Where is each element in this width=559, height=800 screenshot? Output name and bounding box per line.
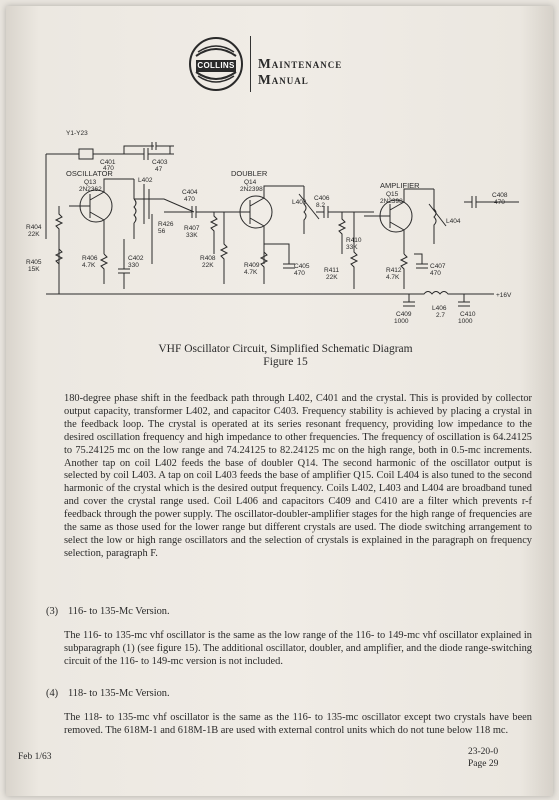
svg-text:R411: R411 <box>324 267 339 274</box>
svg-text:2N2398: 2N2398 <box>380 198 403 205</box>
svg-text:8.2: 8.2 <box>316 202 325 209</box>
svg-text:C406: C406 <box>314 195 330 202</box>
svg-text:47: 47 <box>155 166 163 173</box>
svg-text:R407: R407 <box>184 225 200 232</box>
svg-text:C401: C401 <box>100 159 116 166</box>
svg-text:56: 56 <box>158 228 166 235</box>
svg-text:R412: R412 <box>386 267 402 274</box>
svg-text:AMPLIFIER: AMPLIFIER <box>380 181 420 190</box>
svg-text:4.7K: 4.7K <box>244 269 258 276</box>
svg-text:470: 470 <box>430 270 441 277</box>
svg-text:R409: R409 <box>244 262 260 269</box>
svg-text:R408: R408 <box>200 255 216 262</box>
svg-text:1000: 1000 <box>458 318 473 325</box>
svg-text:L406: L406 <box>432 305 447 312</box>
svg-text:15K: 15K <box>28 266 40 273</box>
svg-text:L403: L403 <box>292 199 307 206</box>
footer-section-code: 23-20-0 <box>468 747 499 757</box>
collins-logo <box>189 37 243 91</box>
svg-text:Q15: Q15 <box>386 191 399 198</box>
section-number-4: (4) <box>46 688 59 699</box>
svg-text:+16V: +16V <box>496 292 512 299</box>
svg-text:R405: R405 <box>26 259 42 266</box>
figure-caption: VHF Oscillator Circuit, Simplified Schem… <box>158 343 413 355</box>
svg-text:C409: C409 <box>396 311 412 318</box>
svg-text:22K: 22K <box>202 262 214 269</box>
svg-text:C407: C407 <box>430 263 446 270</box>
manual-title: Maintenance Manual <box>258 56 343 87</box>
svg-text:330: 330 <box>128 262 139 269</box>
svg-text:C405: C405 <box>294 263 310 270</box>
svg-text:L404: L404 <box>446 218 461 225</box>
svg-text:22K: 22K <box>326 274 338 281</box>
manual-page: COLLINS Maintenance Manual <box>6 6 553 796</box>
svg-text:4.7K: 4.7K <box>386 274 400 281</box>
svg-text:470: 470 <box>184 196 195 203</box>
svg-text:33K: 33K <box>186 232 198 239</box>
svg-text:2N2362: 2N2362 <box>79 186 102 193</box>
svg-text:R404: R404 <box>26 224 42 231</box>
svg-text:Q14: Q14 <box>244 179 257 186</box>
svg-text:2.7: 2.7 <box>436 312 445 319</box>
svg-text:C402: C402 <box>128 255 144 262</box>
footer-page-ref: 23-20-0 Page 29 <box>468 746 498 770</box>
svg-text:470: 470 <box>103 165 114 172</box>
svg-text:L402: L402 <box>138 177 153 184</box>
header-divider <box>250 36 251 92</box>
svg-text:DOUBLER: DOUBLER <box>231 169 268 178</box>
svg-text:33K: 33K <box>346 244 358 251</box>
svg-text:Q13: Q13 <box>84 179 97 186</box>
section-text-3: The 116- to 135-mc vhf oscillator is the… <box>64 630 532 667</box>
section-text-4: The 118- to 135-mc vhf oscillator is the… <box>64 712 532 736</box>
svg-text:C404: C404 <box>182 189 198 196</box>
svg-text:Y1-Y23: Y1-Y23 <box>66 130 88 137</box>
svg-text:C403: C403 <box>152 159 168 166</box>
svg-text:OSCILLATOR: OSCILLATOR <box>66 169 113 178</box>
svg-text:R406: R406 <box>82 255 98 262</box>
section-heading-4: 118- to 135-Mc Version. <box>68 688 170 699</box>
logo-wordmark: COLLINS <box>196 60 236 72</box>
svg-text:470: 470 <box>294 270 305 277</box>
section-heading-3: 116- to 135-Mc Version. <box>68 606 170 617</box>
svg-text:1000: 1000 <box>394 318 409 325</box>
svg-text:4.7K: 4.7K <box>82 262 96 269</box>
figure-number: Figure 15 <box>263 356 308 368</box>
svg-text:C410: C410 <box>460 311 476 318</box>
section-number-3: (3) <box>46 606 59 617</box>
svg-text:R410: R410 <box>346 237 362 244</box>
footer-date: Feb 1/63 <box>18 752 52 762</box>
paragraph-oscillator: 180-degree phase shift in the feedback p… <box>64 393 532 559</box>
svg-text:2N2398: 2N2398 <box>240 186 263 193</box>
footer-page-number: Page 29 <box>468 759 499 769</box>
svg-text:22K: 22K <box>28 231 40 238</box>
svg-text:C408: C408 <box>492 192 508 199</box>
svg-text:470: 470 <box>494 199 505 206</box>
svg-text:R426: R426 <box>158 221 174 228</box>
